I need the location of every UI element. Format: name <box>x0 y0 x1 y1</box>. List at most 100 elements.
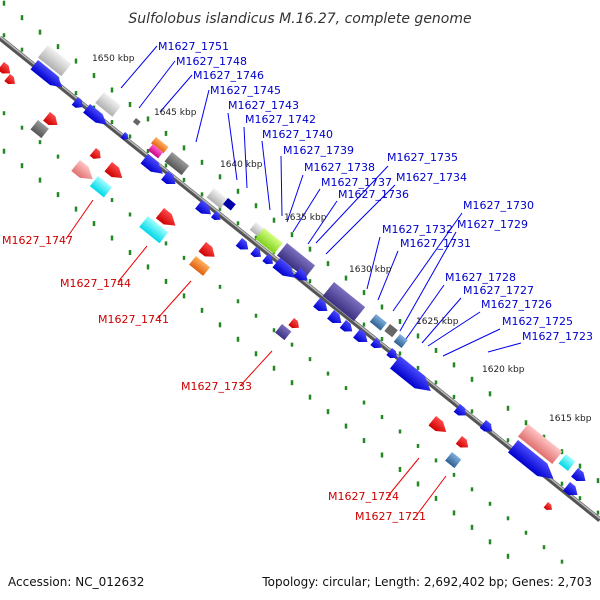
gene-label[interactable]: M1627_1737 <box>321 176 392 189</box>
forward-gene-arrow <box>507 440 554 479</box>
gene-box <box>275 324 292 341</box>
topology-text: Topology: circular; Length: 2,692,402 bp… <box>261 575 592 589</box>
forward-gene-arrow <box>370 338 381 349</box>
gene-label[interactable]: M1627_1731 <box>400 237 471 250</box>
reverse-gene-arrow <box>198 242 215 257</box>
gene-label[interactable]: M1627_1743 <box>228 99 299 112</box>
leader-line <box>399 231 457 332</box>
gene-label[interactable]: M1627_1747 <box>2 234 73 247</box>
kbp-label: 1650 kbp <box>92 54 135 64</box>
gene-label[interactable]: M1627_1736 <box>338 188 409 201</box>
leader-line <box>421 297 462 344</box>
gene-label[interactable]: M1627_1724 <box>328 490 399 503</box>
forward-gene-arrow <box>120 132 129 140</box>
forward-gene-arrow <box>353 329 368 343</box>
gene-label[interactable]: M1627_1738 <box>304 161 375 174</box>
gene-label[interactable]: M1627_1745 <box>210 84 281 97</box>
leader-line <box>307 200 338 245</box>
reverse-gene-arrow <box>155 208 176 226</box>
forward-gene-arrow <box>339 320 353 332</box>
leader-line <box>195 89 210 143</box>
reverse-gene-arrow <box>428 416 447 432</box>
gene-box <box>30 119 49 139</box>
kbp-label: 1630 kbp <box>349 265 392 275</box>
gene-box <box>322 282 366 322</box>
label-leaders <box>65 45 522 517</box>
gene-label[interactable]: M1627_1728 <box>445 271 516 284</box>
gene-box <box>147 144 164 159</box>
gene-box <box>206 188 229 209</box>
forward-gene-arrow <box>30 60 63 88</box>
gene-box <box>445 451 462 469</box>
leader-line <box>392 212 463 312</box>
gene-label[interactable]: M1627_1729 <box>457 218 528 231</box>
gene-box <box>150 137 169 154</box>
leader-line <box>239 350 273 387</box>
gene-label[interactable]: M1627_1721 <box>355 510 426 523</box>
gene-label[interactable]: M1627_1733 <box>181 380 252 393</box>
leader-line <box>65 199 94 240</box>
gene-box <box>132 117 141 126</box>
leader-line <box>387 457 420 497</box>
reverse-gene-arrow <box>43 112 58 126</box>
gene-label[interactable]: M1627_1742 <box>245 113 316 126</box>
gene-box <box>164 152 190 176</box>
tick-marks <box>2 0 600 564</box>
gene-box <box>369 314 387 331</box>
reverse-gene-arrow <box>543 502 553 510</box>
forward-gene-arrow <box>386 348 397 359</box>
gene-box <box>517 424 563 465</box>
forward-gene-arrow <box>235 238 249 250</box>
gene-label[interactable]: M1627_1734 <box>396 171 467 184</box>
leader-line <box>405 284 445 340</box>
leader-line <box>292 188 321 233</box>
gene-box <box>384 324 398 338</box>
leader-line <box>227 112 238 181</box>
gene-label[interactable]: M1627_1726 <box>481 298 552 311</box>
gene-box <box>37 44 72 77</box>
gene-box <box>95 92 122 117</box>
forward-gene-arrow <box>272 258 295 278</box>
leader-line <box>138 60 176 109</box>
gene-label[interactable]: M1627_1735 <box>387 151 458 164</box>
forward-gene-arrow <box>195 200 212 215</box>
gene-label[interactable]: M1627_1739 <box>283 144 354 157</box>
gene-label[interactable]: M1627_1723 <box>522 330 593 343</box>
kbp-label: 1615 kbp <box>549 414 592 424</box>
forward-gene-arrow <box>571 468 586 482</box>
gene-features <box>0 44 586 510</box>
forward-gene-labels: M1627_1751 M1627_1748 M1627_1746 M1627_1… <box>158 40 593 343</box>
gene-label[interactable]: M1627_1730 <box>463 199 534 212</box>
forward-gene-arrow <box>479 420 493 432</box>
gene-box <box>89 176 113 198</box>
gene-label[interactable]: M1627_1744 <box>60 277 131 290</box>
leader-line <box>377 250 399 301</box>
kbp-label: 1645 kbp <box>154 108 197 118</box>
gene-label[interactable]: M1627_1741 <box>98 313 169 326</box>
gene-label[interactable]: M1627_1748 <box>176 55 247 68</box>
leader-line <box>120 45 158 89</box>
gene-box <box>393 334 408 349</box>
leader-line <box>159 74 193 113</box>
leader-line <box>427 311 481 347</box>
forward-gene-arrow <box>293 268 308 281</box>
gene-label[interactable]: M1627_1751 <box>158 40 229 53</box>
forward-gene-arrow <box>161 171 176 185</box>
gene-label[interactable]: M1627_1727 <box>463 284 534 297</box>
forward-gene-arrow <box>563 482 578 496</box>
gene-label[interactable]: M1627_1725 <box>502 315 573 328</box>
gene-label[interactable]: M1627_1740 <box>262 128 333 141</box>
map-title: Sulfolobus islandicus M.16.27, complete … <box>128 11 471 27</box>
leader-line <box>117 245 148 283</box>
gene-label[interactable]: M1627_1746 <box>193 69 264 82</box>
leader-line <box>487 342 522 353</box>
gene-label[interactable]: M1627_1732 <box>382 223 453 236</box>
reverse-gene-arrow <box>104 162 123 178</box>
forward-gene-arrow <box>140 154 163 174</box>
forward-gene-arrow <box>83 104 107 125</box>
gene-box <box>558 453 576 471</box>
reverse-gene-arrow <box>89 148 101 159</box>
reverse-gene-arrow <box>71 160 93 180</box>
reverse-gene-arrow <box>4 74 15 85</box>
